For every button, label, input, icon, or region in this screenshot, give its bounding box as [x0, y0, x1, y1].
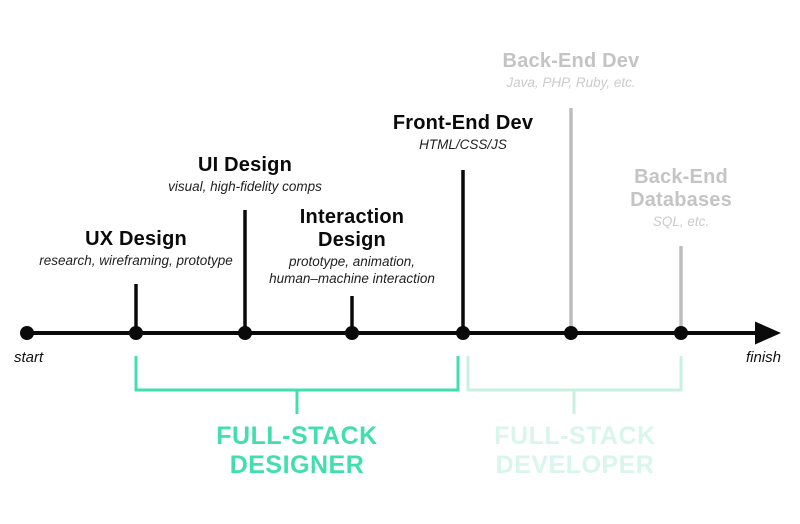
milestone-title: Back-End Databases	[630, 166, 732, 211]
milestone-front-end-dev: Front-End Dev HTML/CSS/JS	[363, 112, 563, 154]
timeline-dot-start	[20, 326, 34, 340]
label-full-stack-designer: FULL-STACK DESIGNER	[216, 422, 378, 479]
milestone-back-end-dev: Back-End Dev Java, PHP, Ruby, etc.	[456, 50, 686, 92]
bracket-full-stack-developer	[466, 356, 683, 414]
milestone-ui-design: UI Design visual, high-fidelity comps	[135, 154, 355, 196]
milestone-subtitle: visual, high-fidelity comps	[168, 179, 322, 194]
timeline-dot-back-end-dev	[564, 326, 578, 340]
milestone-title: Back-End Dev	[502, 50, 640, 72]
timeline-dot-interaction-design	[345, 326, 359, 340]
milestone-subtitle: SQL, etc.	[652, 214, 710, 229]
bracket-full-stack-designer	[134, 356, 460, 414]
milestone-back-end-databases: Back-End Databases SQL, etc.	[591, 166, 771, 231]
timeline-dot-back-end-databases	[674, 326, 688, 340]
label-full-stack-developer: FULL-STACK DEVELOPER	[494, 422, 656, 479]
axis-finish-label: finish	[746, 349, 782, 366]
milestone-ux-design: UX Design research, wireframing, prototy…	[16, 228, 256, 270]
milestone-title: Front-End Dev	[392, 112, 534, 134]
timeline-dot-ui-design	[238, 326, 252, 340]
milestone-subtitle: Java, PHP, Ruby, etc.	[506, 75, 636, 90]
milestone-subtitle: prototype, animation, human–machine inte…	[269, 254, 435, 286]
timeline-dot-front-end-dev	[456, 326, 470, 340]
milestone-title: Interaction Design	[299, 206, 405, 251]
milestone-title: UI Design	[197, 154, 293, 176]
milestone-subtitle: HTML/CSS/JS	[419, 137, 507, 152]
axis-start-label: start	[14, 349, 44, 366]
milestone-interaction-design: Interaction Design prototype, animation,…	[252, 206, 452, 287]
arrowhead-icon	[755, 321, 781, 345]
milestone-subtitle: research, wireframing, prototype	[39, 253, 233, 268]
milestone-title: UX Design	[85, 228, 187, 250]
timeline-dot-ux-design	[129, 326, 143, 340]
